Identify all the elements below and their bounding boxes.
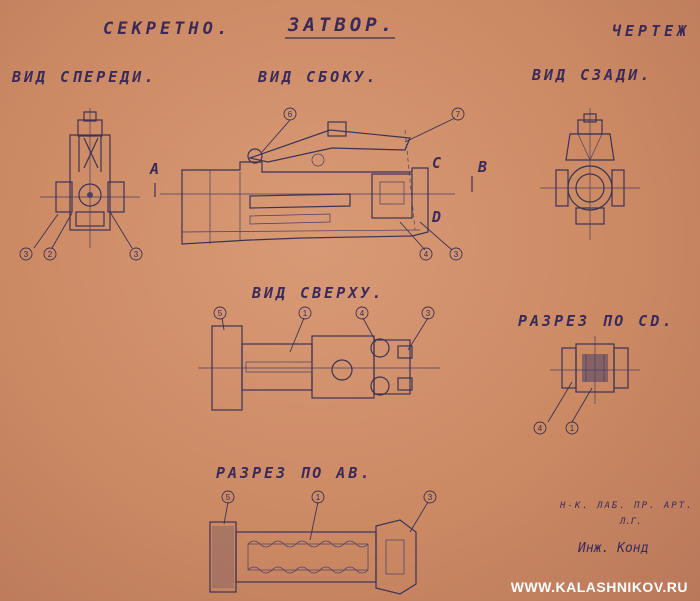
ab-callout-2 — [311, 490, 325, 504]
section-letter-d: D — [431, 208, 444, 226]
top-callout-4 — [421, 306, 435, 320]
rear-view-drawing — [540, 108, 640, 240]
section-letter-c: С — [432, 154, 444, 172]
cd-callout-1 — [533, 421, 547, 435]
top-callout-4-label: 3 — [426, 309, 431, 318]
section-cd-drawing — [547, 336, 640, 423]
title-block-line: Н-К. ЛАБ. ПР. АРТ. — [559, 501, 694, 511]
top-callout-2 — [298, 306, 312, 320]
ab-callout-1 — [221, 490, 235, 504]
cd-callout-2 — [565, 421, 579, 435]
side-view-title: ВИД СБОКУ. — [257, 68, 378, 86]
side-callout-2-label: 7 — [456, 110, 461, 119]
ab-callout-3 — [423, 490, 437, 504]
rear-view-title: ВИД СЗАДИ. — [531, 66, 652, 84]
section-letter-b: В — [477, 158, 490, 176]
site-watermark: WWW.KALASHNIKOV.RU — [510, 579, 688, 595]
side-callout-4-label: 3 — [454, 250, 459, 259]
cd-callout-1-label: 4 — [538, 424, 543, 433]
title-block-mark: Л.Г. — [619, 517, 642, 527]
front-view-drawing — [33, 108, 140, 249]
side-callout-1-label: 6 — [288, 110, 293, 119]
top-view-drawing — [198, 317, 440, 411]
top-view-title: ВИД СВЕРХУ. — [251, 284, 384, 302]
drawing-label: ЧЕРТЕЖ — [612, 22, 690, 40]
top-callout-3 — [355, 306, 369, 320]
side-callout-4 — [449, 247, 463, 261]
front-callout-3-label: 3 — [134, 250, 139, 259]
side-callout-3 — [419, 247, 433, 261]
ab-callout-2-label: 1 — [316, 493, 321, 502]
top-callout-2-label: 1 — [303, 309, 308, 318]
section-ab-title: РАЗРЕЗ ПО АВ. — [216, 464, 372, 482]
title-block-signature: Инж. Конд — [577, 541, 649, 556]
side-callout-2 — [451, 107, 465, 121]
classification-label: СЕКРЕТНО. — [103, 19, 231, 39]
top-callout-1-label: 5 — [218, 309, 223, 318]
ab-callout-3-label: 3 — [428, 493, 433, 502]
front-callout-2 — [43, 247, 57, 261]
side-callout-3-label: 4 — [424, 250, 429, 259]
cd-callout-2-label: 1 — [570, 424, 575, 433]
ab-callout-1-label: 5 — [226, 493, 231, 502]
section-letter-a: А — [149, 160, 162, 178]
front-view-title: ВИД СПЕРЕДИ. — [11, 68, 156, 86]
top-callout-3-label: 4 — [360, 309, 365, 318]
side-callout-1 — [283, 107, 297, 121]
section-cd-title: РАЗРЕЗ ПО CD. — [518, 312, 674, 330]
section-ab-drawing — [209, 501, 429, 595]
front-callout-2-label: 2 — [48, 250, 53, 259]
top-callout-1 — [213, 306, 227, 320]
front-callout-1 — [19, 247, 33, 261]
front-callout-3 — [129, 247, 143, 261]
side-view-drawing — [160, 117, 456, 251]
front-callout-1-label: 3 — [24, 250, 29, 259]
drawing-title: ЗАТВОР. — [287, 14, 396, 36]
